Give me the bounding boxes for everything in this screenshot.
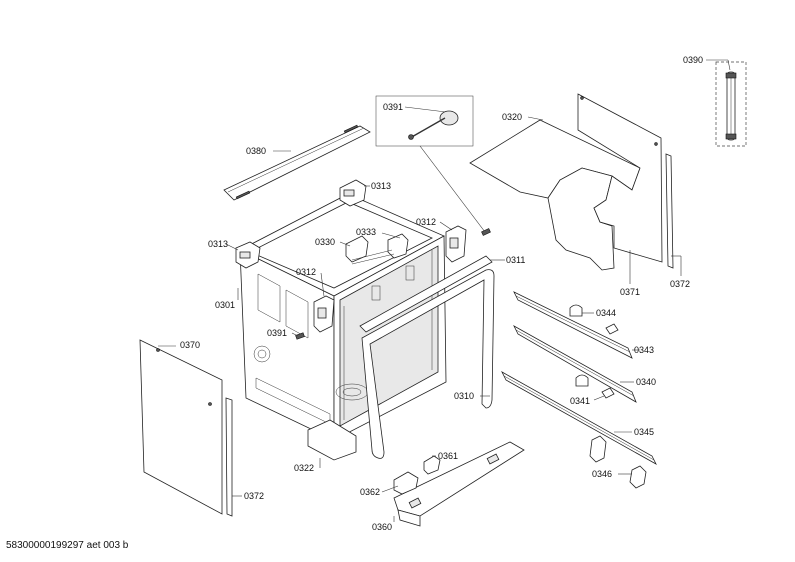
part-0312-bracket-left xyxy=(313,272,335,333)
callout-0360: 0360 xyxy=(372,522,392,532)
part-0322-base xyxy=(307,419,357,468)
callout-0340: 0340 xyxy=(636,377,656,387)
callout-0312-left: 0312 xyxy=(296,267,316,277)
callout-0391-box: 0391 xyxy=(383,102,403,112)
callout-0344: 0344 xyxy=(596,308,616,318)
part-0391-screw-side xyxy=(291,332,305,340)
callout-0362: 0362 xyxy=(360,487,380,497)
part-0344-clip xyxy=(569,304,619,335)
part-0371-side-panel xyxy=(577,93,663,284)
callout-0372-left: 0372 xyxy=(244,491,264,501)
callout-0322: 0322 xyxy=(294,463,314,473)
part-0311-seal xyxy=(359,255,505,333)
callout-0330: 0330 xyxy=(315,237,335,247)
part-0340-rail xyxy=(513,325,637,403)
part-0370-front-panel xyxy=(139,339,223,515)
part-0362-connector xyxy=(381,471,419,495)
part-0372-strip-right xyxy=(665,153,682,276)
callout-0390: 0390 xyxy=(683,55,703,65)
part-0343-rail xyxy=(513,291,640,359)
document-id: 58300000199297 aet 003 b xyxy=(6,540,129,551)
part-0341-clip xyxy=(575,374,615,401)
screw-0391-small xyxy=(481,228,491,236)
callout-0313-top: 0313 xyxy=(371,181,391,191)
part-0390-hose xyxy=(706,59,747,147)
callout-0343: 0343 xyxy=(634,345,654,355)
callout-0371: 0371 xyxy=(620,287,640,297)
callout-0301: 0301 xyxy=(215,300,235,310)
part-0312-bracket-right xyxy=(439,221,467,263)
part-0345-rail xyxy=(501,371,657,465)
callout-0333: 0333 xyxy=(356,227,376,237)
callout-0346: 0346 xyxy=(592,469,612,479)
callout-0320: 0320 xyxy=(502,112,522,122)
callout-0311: 0311 xyxy=(506,255,525,265)
callout-0345: 0345 xyxy=(634,427,654,437)
part-0372-strip-left xyxy=(225,397,242,517)
part-0313-bracket-left xyxy=(225,241,261,269)
part-0310-seal-frame xyxy=(361,269,495,459)
part-0301-tub xyxy=(237,193,447,441)
callout-0312-right: 0312 xyxy=(416,217,436,227)
callout-0380: 0380 xyxy=(246,146,266,156)
callout-0372-right: 0372 xyxy=(670,279,690,289)
callout-0391-side: 0391 xyxy=(267,328,287,338)
callout-0341: 0341 xyxy=(570,396,590,406)
part-0391-detail-box xyxy=(375,95,491,236)
part-0313-bracket-top xyxy=(339,179,370,207)
part-0333-clip xyxy=(351,232,409,265)
part-0380-cover-strip xyxy=(223,124,371,201)
callout-0313-left: 0313 xyxy=(208,239,228,249)
part-0361-clip xyxy=(423,455,441,475)
part-0346-clip xyxy=(589,435,647,489)
callout-0361: 0361 xyxy=(438,451,458,461)
callout-0310: 0310 xyxy=(454,391,474,401)
part-0360-bottom-panel xyxy=(393,441,525,527)
part-0330-part xyxy=(339,235,369,263)
callout-0370: 0370 xyxy=(180,340,200,350)
